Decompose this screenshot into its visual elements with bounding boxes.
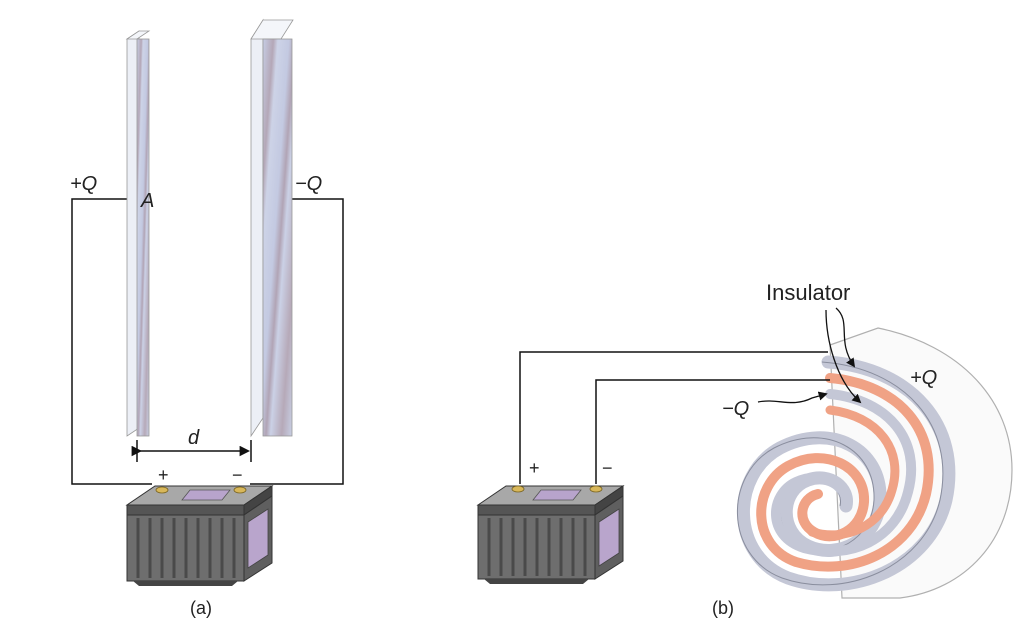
insulator-label: Insulator	[766, 280, 850, 305]
wire-bottom-b	[595, 379, 830, 484]
caption-b: (b)	[712, 598, 734, 618]
wire-top-b	[519, 351, 828, 484]
minus-q-pointer	[757, 391, 828, 404]
distance-label: d	[188, 427, 200, 449]
left-plate	[125, 30, 151, 437]
battery-minus-a: −	[232, 465, 243, 485]
battery-plus-a: +	[158, 465, 169, 485]
area-label: A	[140, 190, 154, 212]
right-plate	[250, 18, 294, 438]
battery-a	[125, 485, 274, 586]
plus-q-label-a: +Q	[70, 173, 97, 195]
figure-a: +Q −Q A d	[70, 18, 344, 618]
wire-left-a	[71, 198, 152, 485]
figure-b: Insulator +Q −Q + −	[476, 280, 1013, 618]
insulator-arrow-2	[825, 309, 862, 404]
battery-b	[476, 485, 625, 584]
plus-q-label-b: +Q	[910, 367, 937, 389]
wire-right-a	[250, 198, 344, 485]
minus-q-label-b: −Q	[722, 398, 749, 420]
distance-dimension	[131, 440, 252, 462]
minus-q-label-a: −Q	[295, 173, 322, 195]
battery-plus-b: +	[529, 458, 540, 478]
insulator-arrow-1	[835, 307, 856, 368]
battery-minus-b: −	[602, 458, 613, 478]
caption-a: (a)	[190, 598, 212, 618]
spiral-roll	[736, 355, 956, 592]
